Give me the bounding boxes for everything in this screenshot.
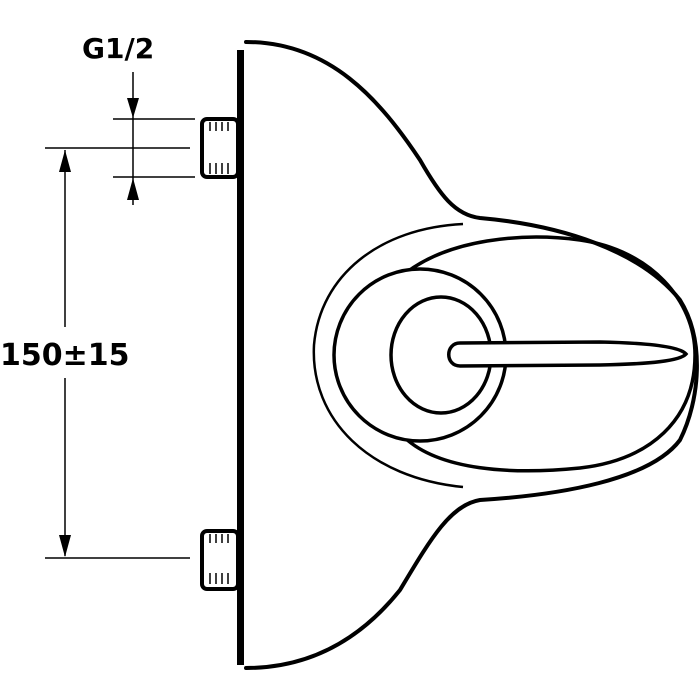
outer-cover-oval <box>312 222 464 489</box>
lower-inlet-connector <box>200 529 240 591</box>
arrow-up-icon <box>127 178 139 200</box>
arrow-up-icon <box>59 150 71 172</box>
upper-inlet-connector <box>200 117 240 179</box>
mixer-body <box>244 40 699 670</box>
spacing-label: 150±15 <box>0 338 130 373</box>
inner-cover-oval <box>403 235 697 473</box>
thread-label: G1/2 <box>82 32 154 65</box>
arrow-down-icon <box>59 535 71 557</box>
arrow-down-icon <box>127 98 139 118</box>
spacing-dimension: 150±15 <box>0 147 190 559</box>
lever-handle <box>447 340 689 368</box>
wall-plate <box>237 50 244 665</box>
thread-dimension: G1/2 <box>82 32 195 205</box>
